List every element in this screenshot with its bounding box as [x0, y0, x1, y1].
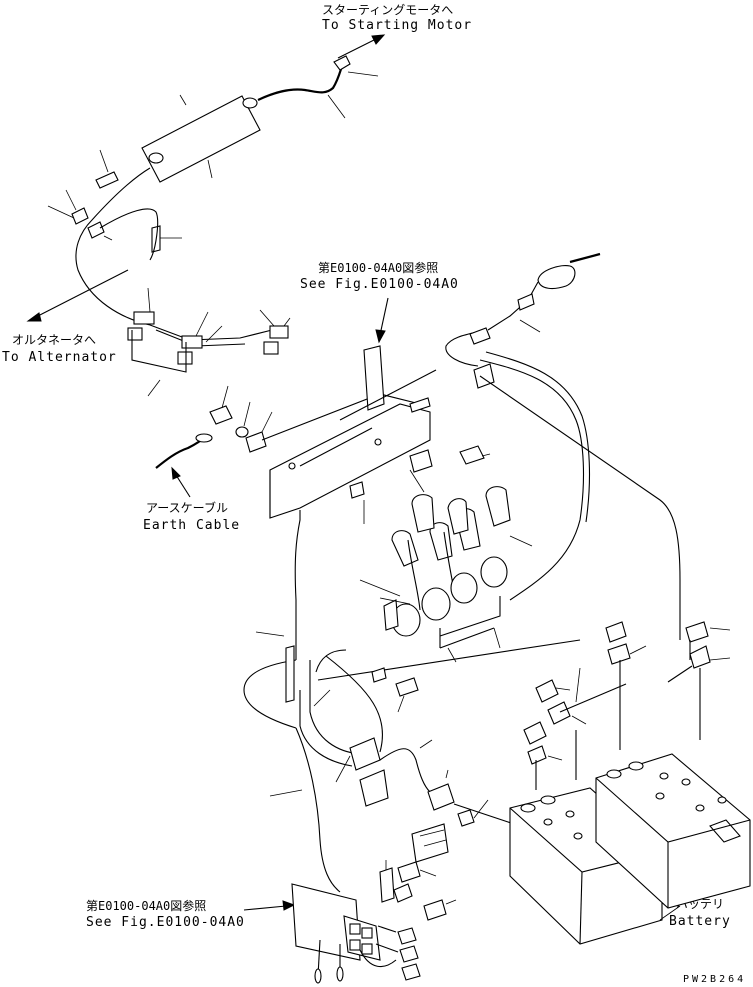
lower-harness — [243, 631, 581, 893]
label-reference-bottom-jp: 第E0100-04A0図参照 — [86, 898, 206, 913]
label-reference-bottom: 第E0100-04A0図参照 See Fig.E0100-04A0 — [86, 898, 245, 930]
arrow-earth-cable — [171, 466, 191, 498]
label-alternator: オルタネータへ To Alternator — [2, 333, 117, 365]
label-earth-cable-jp: アースケーブル — [146, 500, 228, 515]
label-reference-bottom-en: See Fig.E0100-04A0 — [86, 915, 245, 930]
drawing-code: PW2B264 — [683, 974, 746, 985]
battery-rear — [595, 753, 751, 909]
bottom-panel — [291, 860, 457, 984]
battery-clamps — [523, 621, 731, 790]
label-reference-top-en: See Fig.E0100-04A0 — [300, 277, 459, 292]
label-alternator-en: To Alternator — [2, 350, 117, 365]
arrow-reference-top — [375, 297, 389, 344]
label-starting-motor-en: To Starting Motor — [322, 18, 472, 33]
label-earth-cable-en: Earth Cable — [143, 518, 240, 533]
main-harness — [294, 327, 681, 660]
cable-sleeve — [141, 94, 261, 183]
relay-cluster — [359, 486, 533, 663]
battery-leader — [659, 905, 681, 921]
lower-connectors — [335, 737, 521, 863]
starting-motor-cable — [257, 55, 379, 119]
mounting-plate — [269, 345, 491, 524]
bolt-middle — [371, 667, 419, 713]
arrow-to-alternator — [26, 269, 129, 322]
earth-cable-assembly — [155, 385, 421, 469]
label-starting-motor-jp: スターティングモータへ — [322, 3, 453, 17]
label-alternator-jp: オルタネータへ — [12, 333, 96, 347]
arrow-to-starting-motor — [337, 34, 386, 59]
label-earth-cable: アースケーブル Earth Cable — [143, 500, 240, 533]
label-reference-top-jp: 第E0100-04A0図参照 — [318, 260, 438, 275]
fuse-holder — [487, 252, 601, 333]
clamp-group-alternator — [127, 287, 291, 397]
label-battery-en: Battery — [669, 914, 731, 929]
arrow-reference-bottom — [243, 900, 296, 911]
label-reference-top: 第E0100-04A0図参照 See Fig.E0100-04A0 — [300, 260, 459, 292]
alternator-cable — [75, 167, 273, 347]
label-starting-motor: スターティングモータへ To Starting Motor — [322, 3, 472, 33]
